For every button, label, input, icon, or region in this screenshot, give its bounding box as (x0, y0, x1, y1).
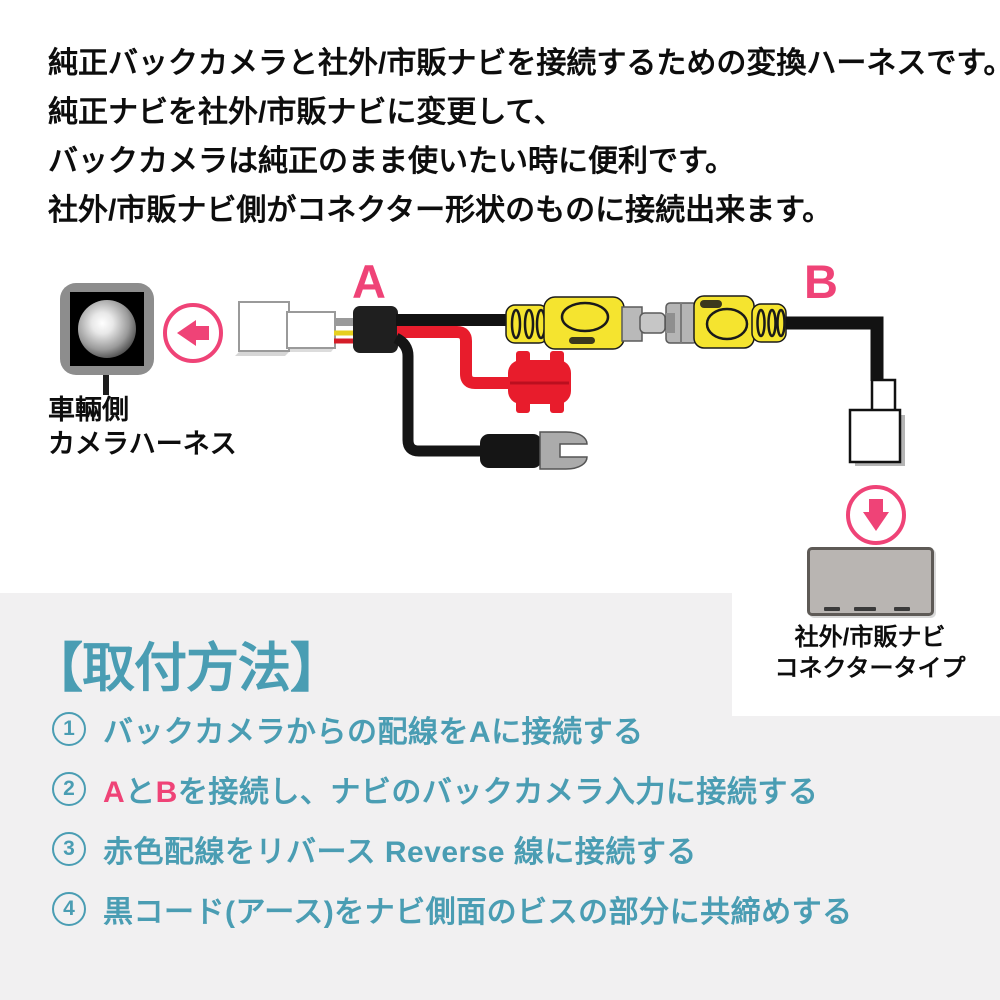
intro-line-2: 純正ナビを社外/市販ナビに変更して、 (48, 96, 564, 129)
nav-caption-line2: コネクタータイプ (774, 655, 966, 682)
install-step: 2 AとBを接続し、ナビのバックカメラ入力に接続する (52, 772, 853, 809)
camera-caption-line2: カメラハーネス (48, 429, 237, 459)
left-arrow-icon (163, 303, 223, 363)
camera-lens-housing (70, 292, 144, 366)
camera-lens (78, 300, 136, 358)
install-heading: 【取付方法】 (30, 639, 343, 698)
step-number-badge: 4 (52, 892, 86, 926)
camera-caption: 車輛側 カメラハーネス (48, 393, 237, 461)
install-step: 4 黒コード(アース)をナビ側面のビスの部分に共締めする (52, 892, 853, 929)
camera-icon (60, 283, 154, 375)
ground-terminal-icon (480, 431, 588, 470)
nav-caption: 社外/市販ナビ コネクタータイプ (740, 622, 1000, 684)
b-cable (786, 316, 884, 381)
rca-female-jack-icon (665, 295, 787, 349)
rca-male-plug-icon (505, 296, 666, 350)
install-steps: 1 バックカメラからの配線をAに接続する 2 AとBを接続し、ナビのバックカメラ入力に… (52, 712, 853, 952)
vehicle-connector-icon (235, 301, 336, 356)
nav-caption-line1: 社外/市販ナビ (794, 624, 946, 651)
nav-connector-b-icon (848, 378, 905, 466)
step-number-badge: 1 (52, 712, 86, 746)
install-step: 1 バックカメラからの配線をAに接続する (52, 712, 853, 749)
connector-a-block (353, 306, 398, 353)
reverse-wire (397, 326, 512, 389)
red-connector-icon (508, 351, 571, 413)
label-b: B (804, 255, 838, 308)
video-wire (396, 314, 512, 326)
install-step: 3 赤色配線をリバース Reverse 線に接続する (52, 832, 853, 869)
camera-caption-line1: 車輛側 (48, 395, 129, 425)
intro-line-4: 社外/市販ナビ側がコネクター形状のものに接続出来ます。 (48, 194, 833, 227)
step-number-badge: 3 (52, 832, 86, 866)
step-text: AとBを接続し、ナビのバックカメラ入力に接続する (103, 776, 819, 809)
step-text: バックカメラからの配線をAに接続する (103, 716, 644, 749)
step-text: 黒コード(アース)をナビ側面のビスの部分に共締めする (103, 896, 853, 929)
intro-line-1: 純正バックカメラと社外/市販ナビを接続するための変換ハーネスです。 (48, 47, 1000, 80)
intro-line-3: バックカメラは純正のまま使いたい時に便利です。 (48, 145, 735, 178)
ground-wire (393, 333, 484, 457)
harness-diagram (235, 295, 905, 470)
nav-unit-icon (807, 547, 934, 616)
camera-cable-stub (103, 375, 109, 395)
step-number-badge: 2 (52, 772, 86, 806)
step-text: 赤色配線をリバース Reverse 線に接続する (103, 836, 697, 869)
intro-text: 純正バックカメラと社外/市販ナビを接続するための変換ハーネスです。 純正ナビを社… (48, 39, 1000, 235)
label-a: A (352, 255, 386, 308)
down-arrow-icon (846, 485, 906, 545)
